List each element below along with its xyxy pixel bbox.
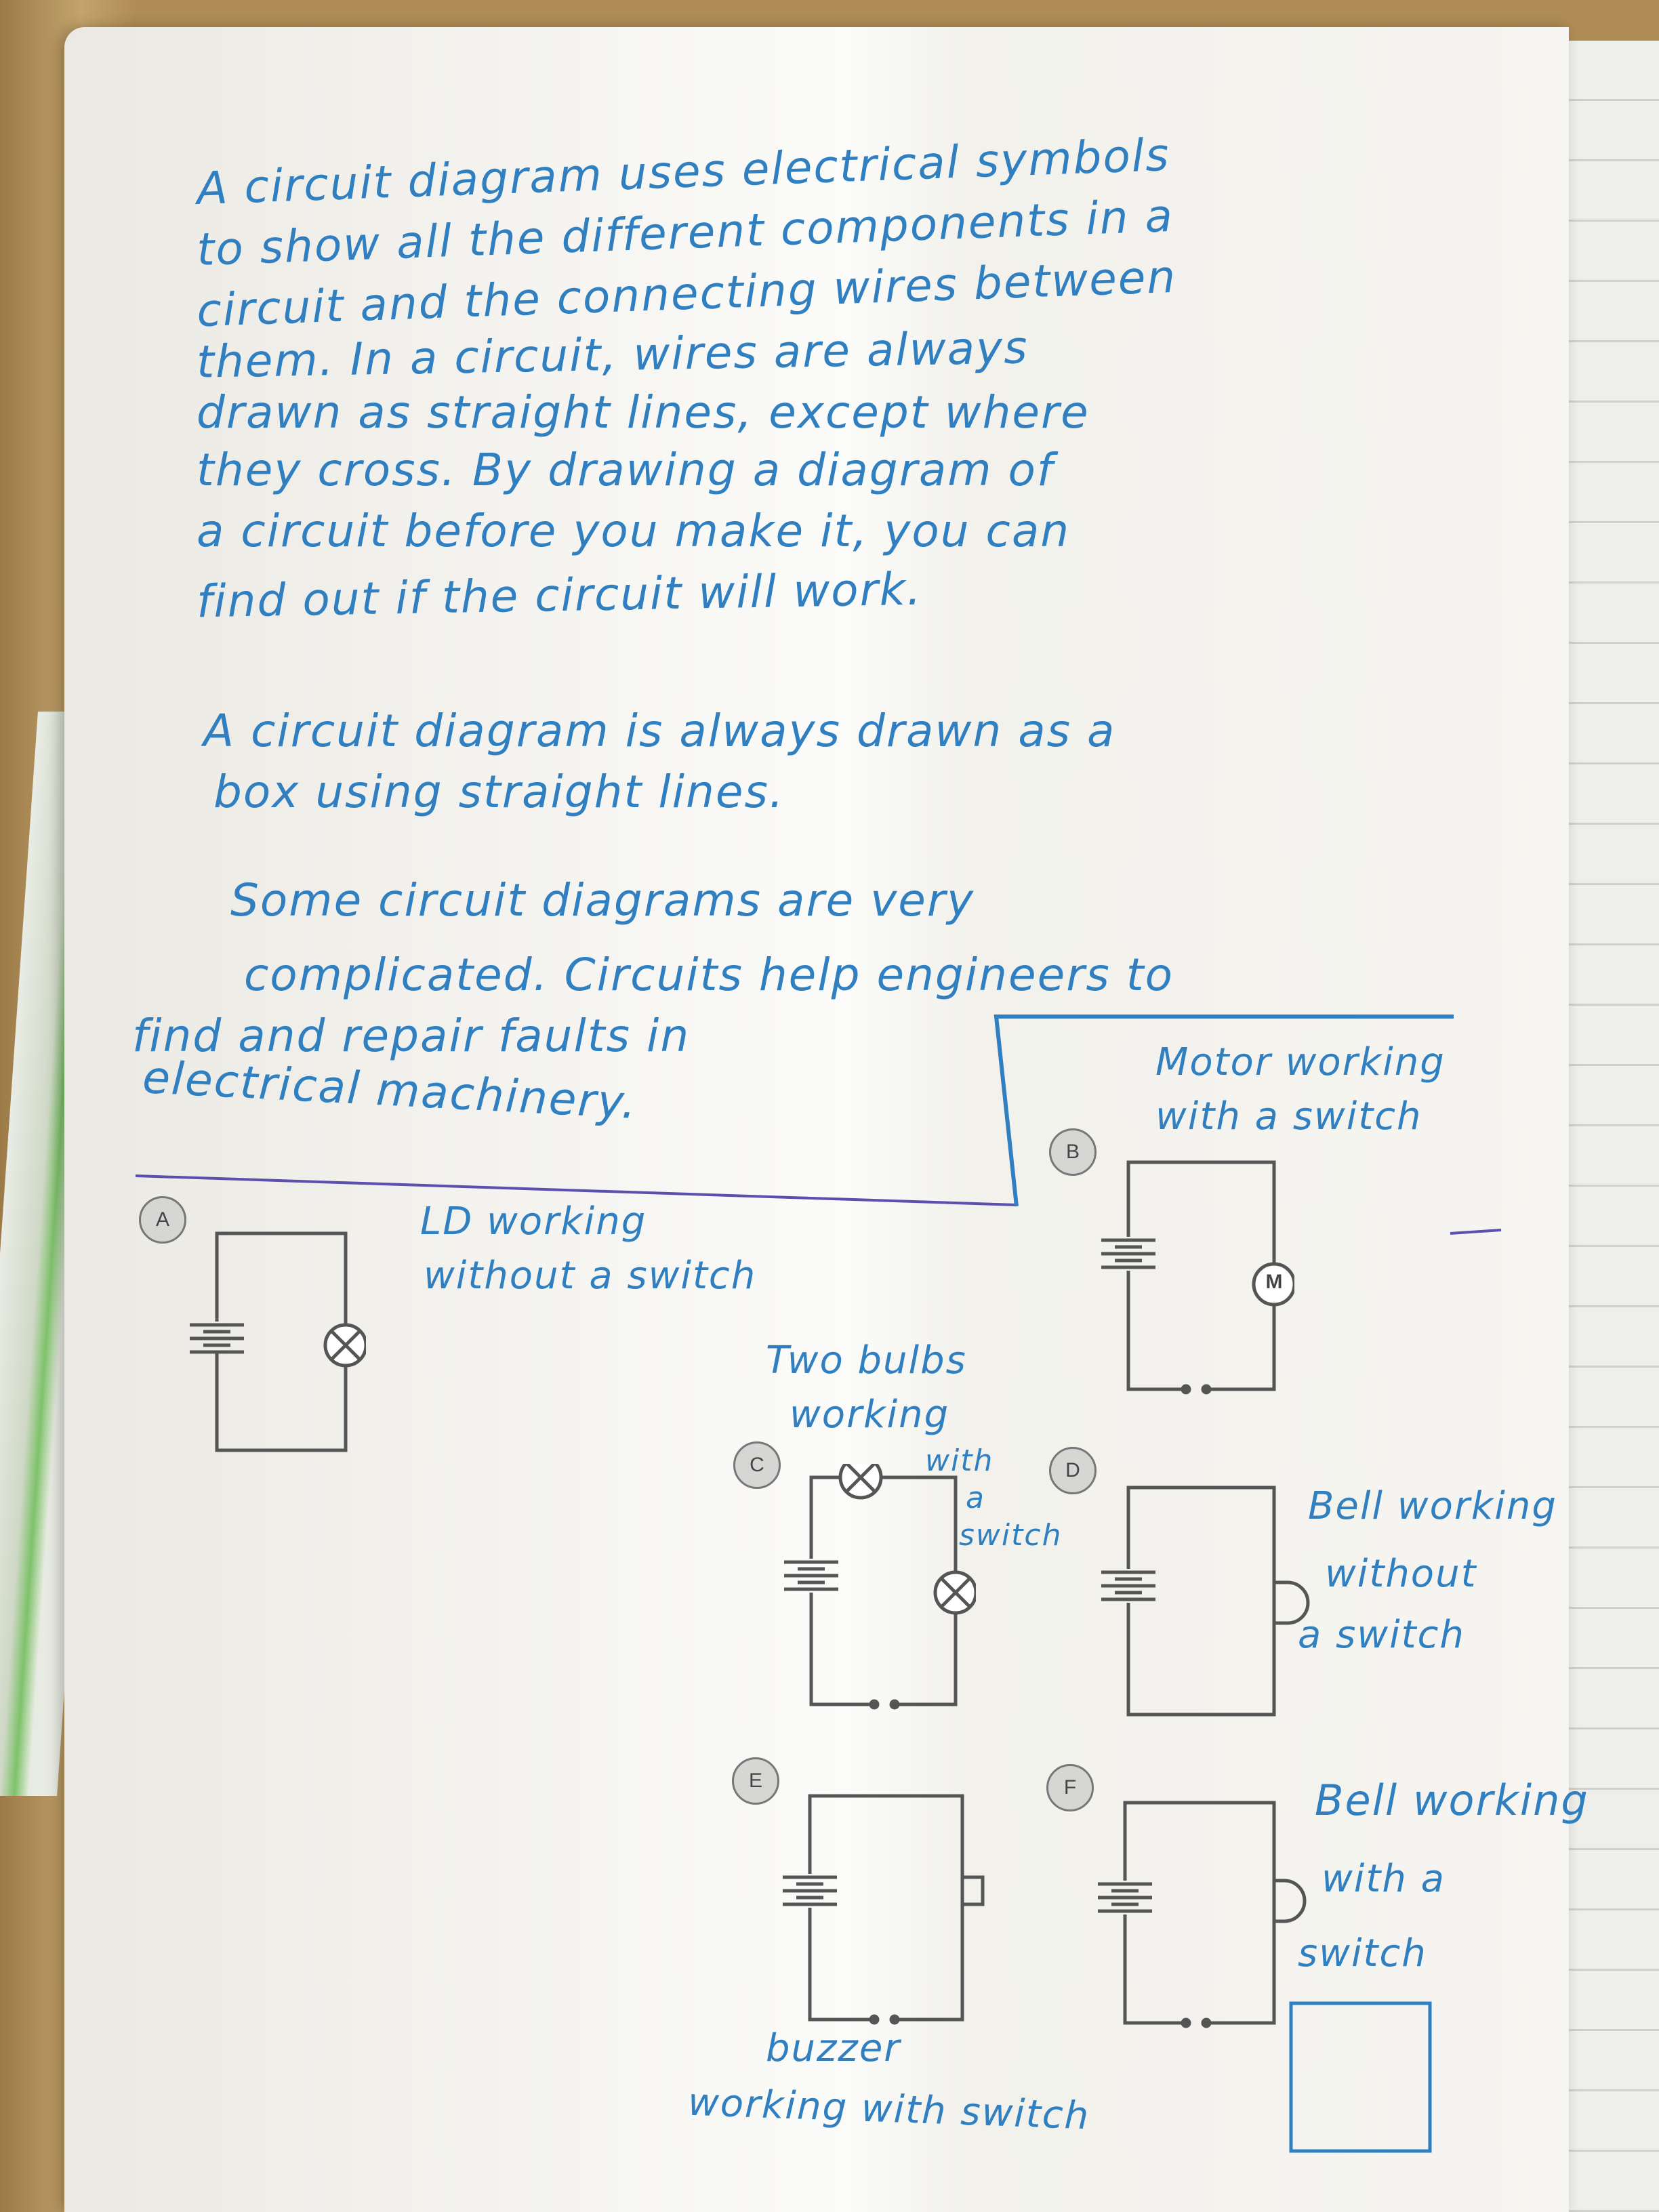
- purple-divider-line: [135, 1174, 1017, 1206]
- note-b: Motor working: [1155, 1040, 1446, 1084]
- switch-icon: [869, 1699, 900, 1710]
- circuit-label-e: E: [732, 1757, 779, 1805]
- note-d: Bell working: [1308, 1484, 1557, 1528]
- bulb-icon: [838, 1464, 883, 1500]
- text-line: a circuit before you make it, you can: [197, 505, 1071, 557]
- note-f: switch: [1298, 1931, 1427, 1975]
- note-b: with a switch: [1155, 1094, 1422, 1139]
- circuit-c-diagram: [784, 1464, 976, 1710]
- motor-label: M: [1265, 1271, 1283, 1293]
- buzzer-icon: [960, 1867, 985, 1914]
- battery-icon: [190, 1323, 244, 1354]
- bell-icon: [1272, 1877, 1307, 1925]
- motor-icon: [1252, 1262, 1294, 1307]
- circuit-label-b: B: [1049, 1128, 1097, 1176]
- note-c: with: [925, 1443, 994, 1478]
- note-c: switch: [959, 1518, 1063, 1553]
- text-line: box using straight lines.: [213, 766, 785, 818]
- note-a: without a switch: [424, 1254, 757, 1298]
- text-line: A circuit diagram is always drawn as a: [203, 705, 1116, 757]
- circuit-a-diagram: [190, 1231, 366, 1452]
- switch-icon: [1181, 2018, 1212, 2028]
- bell-icon: [1272, 1579, 1310, 1626]
- notebook-page: [64, 27, 1569, 2212]
- circuit-d-diagram: [1101, 1486, 1310, 1717]
- text-line: Some circuit diagrams are very: [230, 874, 975, 926]
- battery-icon: [783, 1875, 837, 1906]
- switch-icon: [869, 2014, 900, 2025]
- circuit-label-f: F: [1046, 1764, 1094, 1811]
- battery-icon: [784, 1560, 838, 1591]
- text-line: drawn as straight lines, except where: [197, 386, 1090, 438]
- blue-box-line: [994, 1015, 1454, 1207]
- bulb-icon: [933, 1570, 976, 1615]
- circuit-b-diagram: [1101, 1160, 1294, 1395]
- text-line: complicated. Circuits help engineers to: [244, 949, 1174, 1001]
- battery-icon: [1101, 1570, 1155, 1601]
- battery-icon: [1101, 1238, 1155, 1269]
- text-line: find and repair faults in: [132, 1010, 691, 1062]
- note-e: buzzer: [766, 2026, 901, 2070]
- note-c: working: [790, 1393, 950, 1437]
- bulb-icon: [323, 1323, 366, 1368]
- circuit-f-diagram: [1098, 1801, 1307, 2028]
- text-line: they cross. By drawing a diagram of: [197, 444, 1054, 496]
- circuit-label-c: C: [733, 1441, 781, 1489]
- drawn-box: [1289, 2001, 1432, 2153]
- note-c: Two bulbs: [766, 1338, 967, 1382]
- circuit-e-diagram: [783, 1794, 985, 2025]
- circuit-label-a: A: [139, 1196, 186, 1244]
- switch-icon: [1181, 1384, 1212, 1395]
- note-f: Bell working: [1315, 1776, 1589, 1825]
- note-f: with a: [1322, 1857, 1446, 1901]
- battery-icon: [1098, 1882, 1152, 1913]
- note-a: LD working: [420, 1200, 647, 1244]
- note-d: without: [1325, 1552, 1477, 1596]
- note-c: a: [966, 1481, 985, 1515]
- note-d: a switch: [1298, 1613, 1465, 1657]
- circuit-label-d: D: [1049, 1447, 1097, 1494]
- purple-divider-line: [1450, 1229, 1502, 1235]
